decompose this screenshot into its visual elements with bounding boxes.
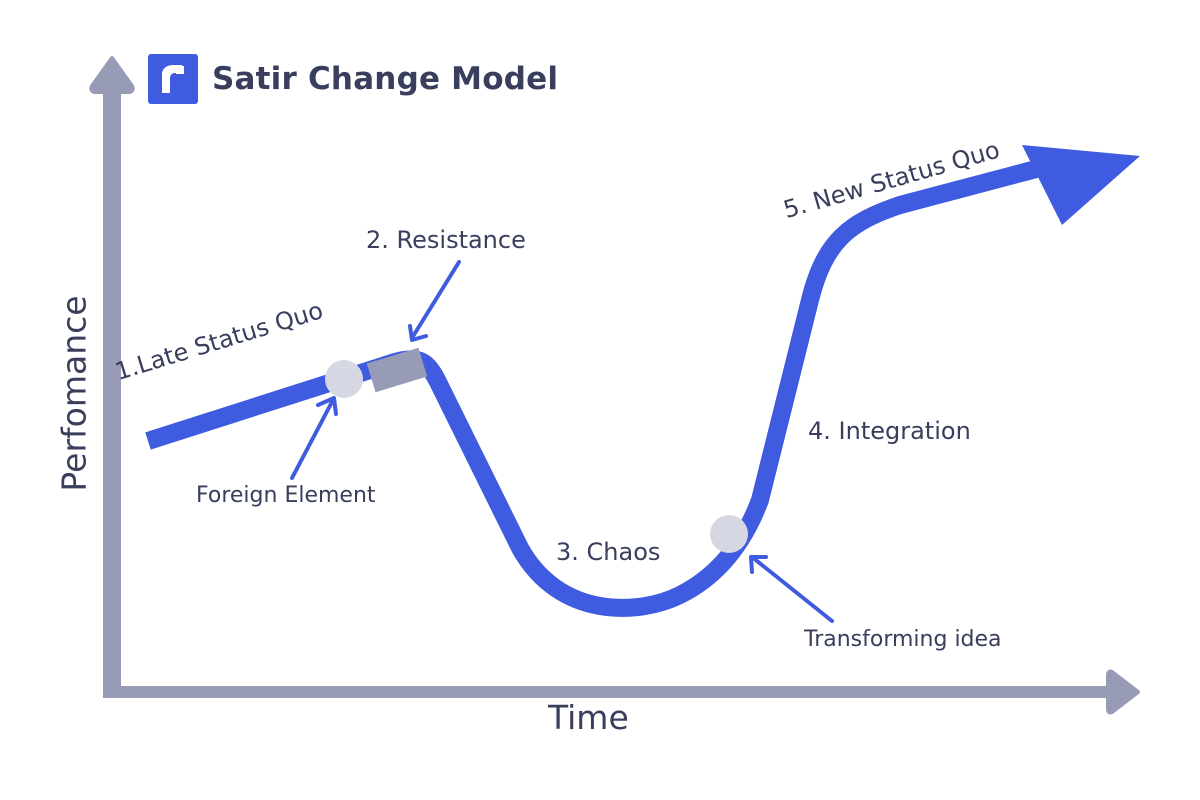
annotation-transforming-idea: Transforming idea	[804, 627, 1002, 652]
diagram-header: Satir Change Model	[148, 54, 558, 104]
stage-label-chaos: 3. Chaos	[556, 538, 661, 566]
x-axis-line	[103, 686, 1113, 698]
stage-label-integration: 4. Integration	[808, 417, 971, 445]
performance-curve	[145, 159, 1043, 617]
stage-label-resistance: 2. Resistance	[366, 226, 526, 254]
x-axis-label: Time	[548, 698, 629, 737]
transforming-idea-pointer	[749, 555, 834, 623]
y-axis-arrow-icon	[89, 56, 135, 94]
x-axis-arrow-icon	[1106, 669, 1140, 715]
annotation-foreign-element: Foreign Element	[196, 483, 376, 508]
x-axis	[103, 669, 1140, 715]
foreign-element-pointer	[290, 396, 338, 480]
curve-arrowhead-icon	[1022, 145, 1140, 225]
y-axis-label: Perfomance	[54, 295, 94, 492]
foreign-element-marker	[325, 360, 363, 398]
brand-logo-icon	[148, 54, 198, 104]
diagram-title: Satir Change Model	[212, 61, 559, 97]
y-axis-line	[103, 88, 121, 696]
resistance-pointer	[408, 260, 461, 342]
logo-glyph-icon	[162, 65, 184, 93]
y-axis	[89, 56, 135, 696]
resistance-block	[366, 347, 428, 393]
transforming-idea-marker	[710, 515, 748, 553]
